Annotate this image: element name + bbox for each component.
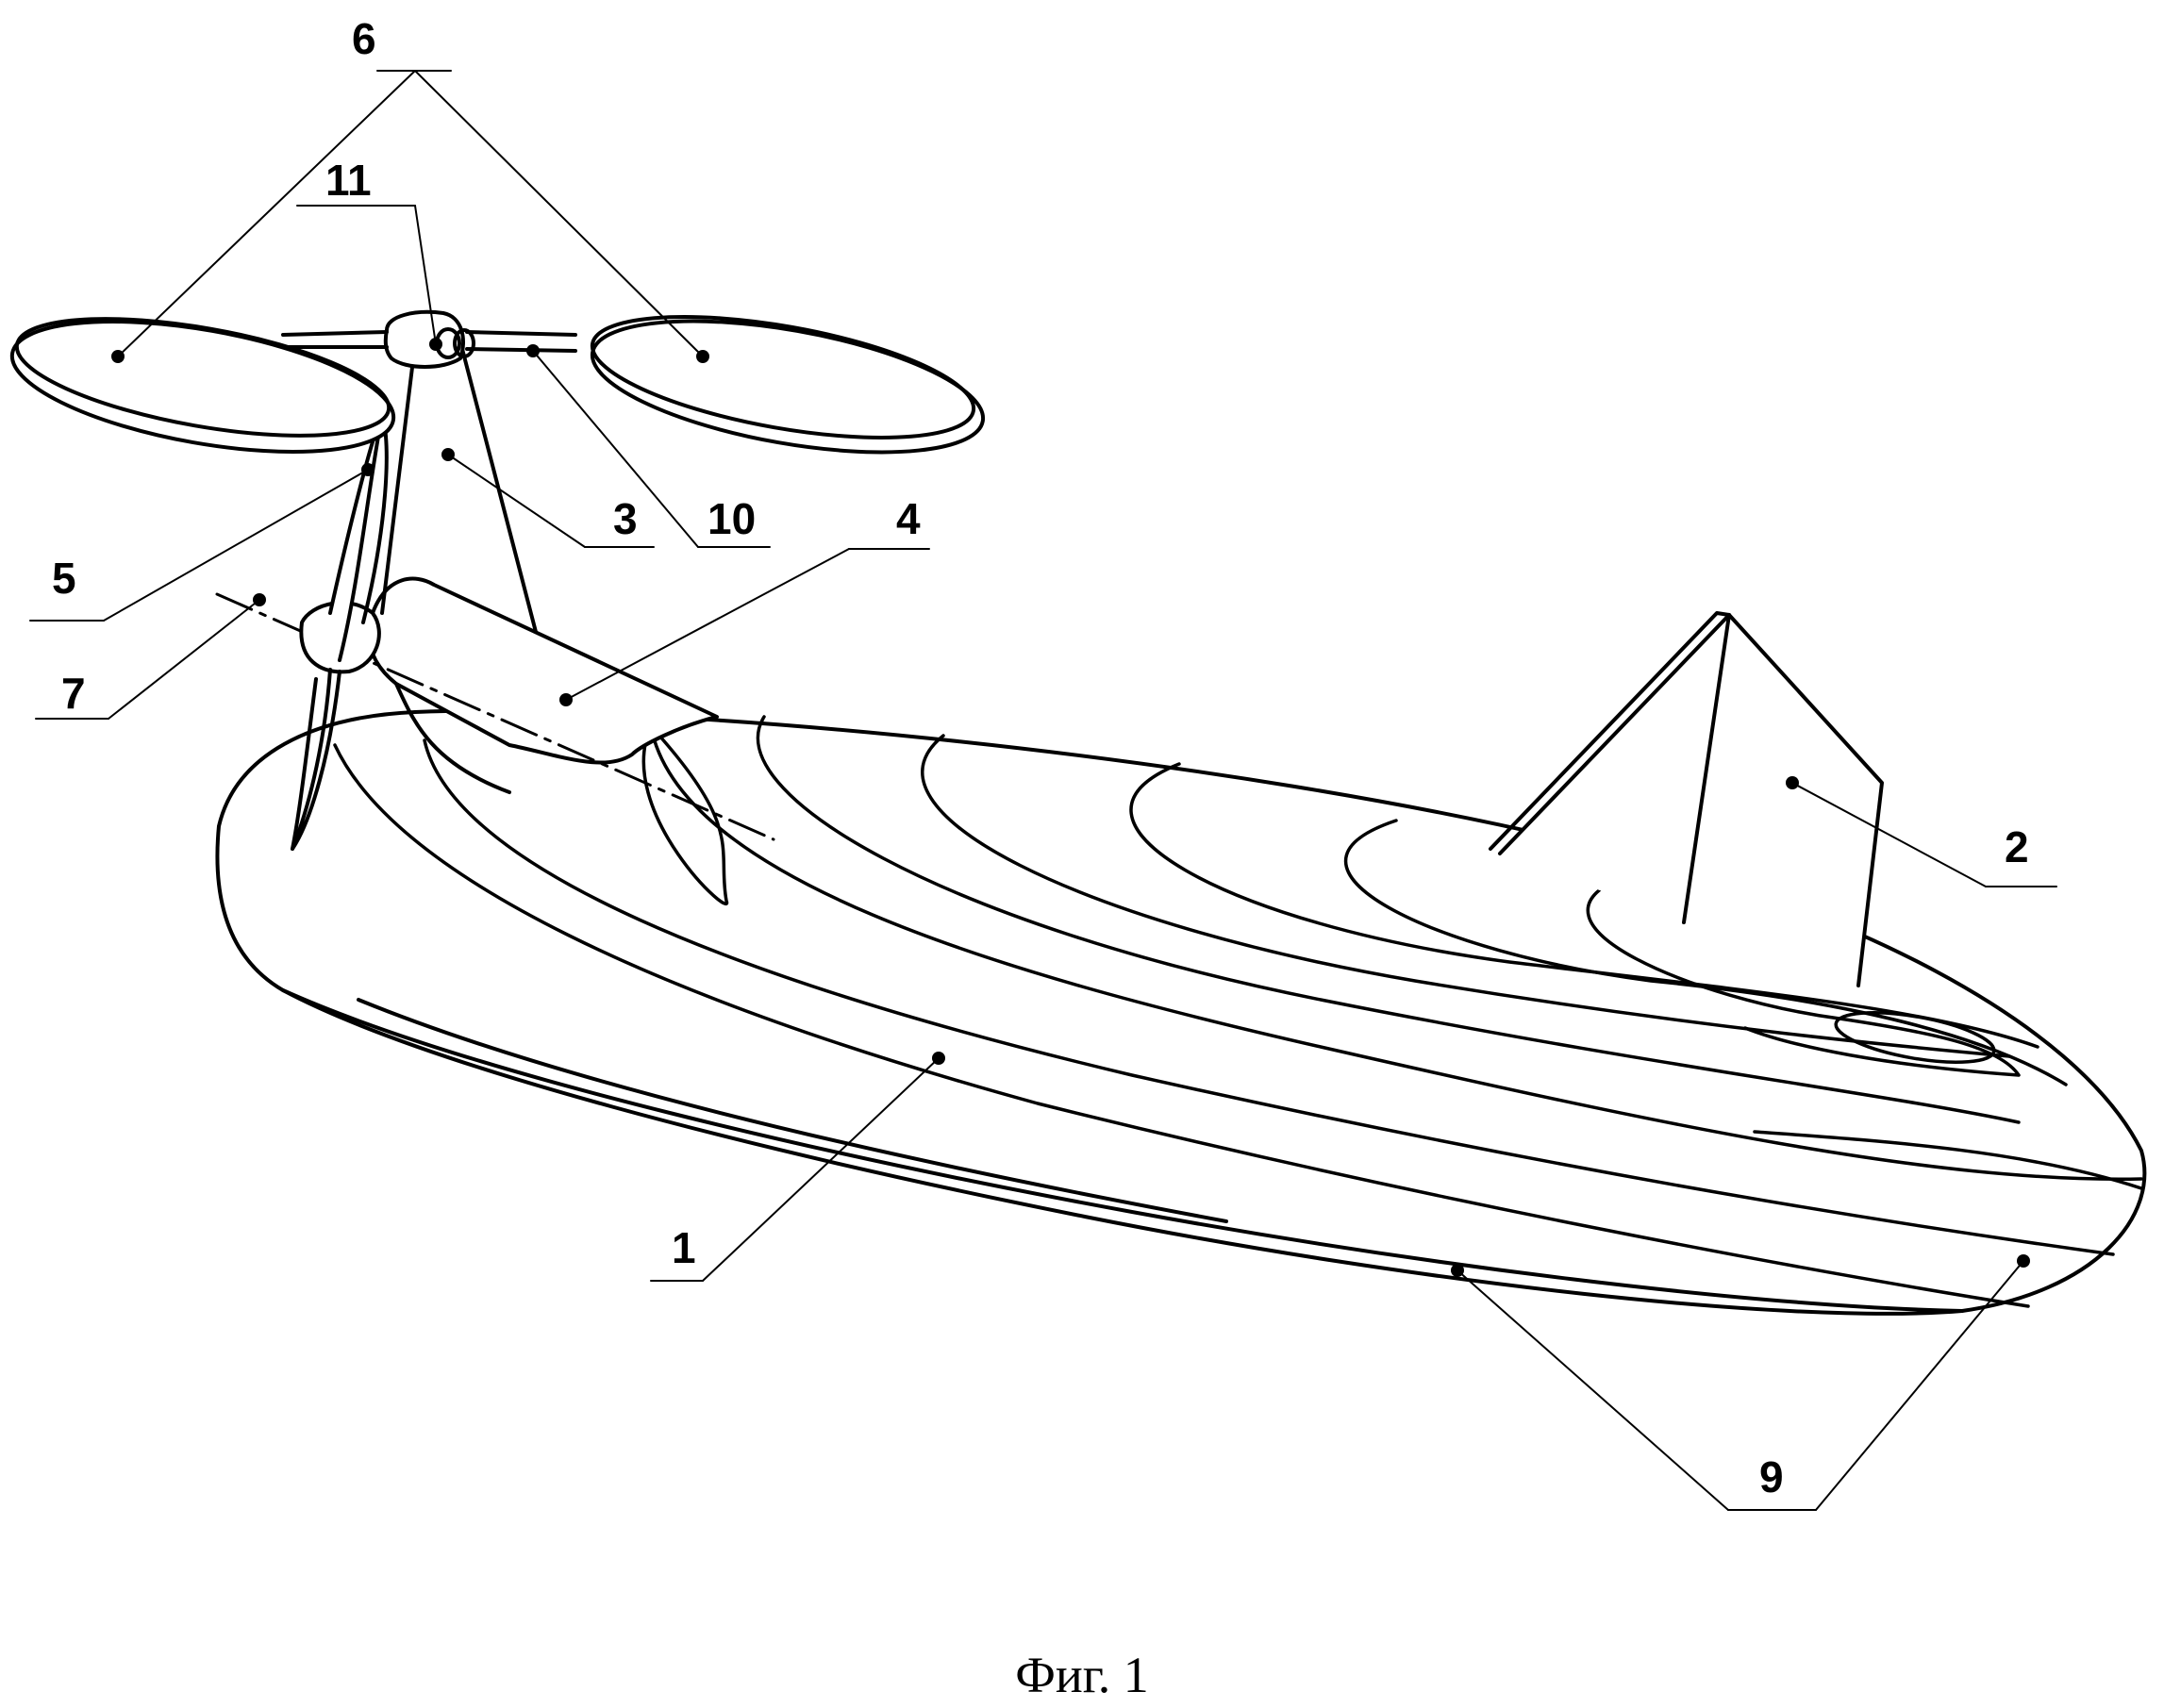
rotor-hub	[383, 309, 475, 369]
callout-10: 10	[707, 494, 757, 543]
rotor-ring-right	[590, 315, 986, 455]
figure-caption: Фиг. 1	[1015, 1647, 1149, 1703]
propeller	[291, 413, 389, 851]
leader-lines	[29, 70, 2057, 1511]
callout-6: 6	[352, 14, 376, 63]
callout-2: 2	[2005, 822, 2029, 871]
callout-3: 3	[613, 494, 638, 543]
callout-5: 5	[52, 554, 76, 603]
callout-11: 11	[325, 156, 372, 205]
callout-7: 7	[61, 669, 86, 718]
leader-dots	[111, 338, 2030, 1277]
rotor-shaft	[281, 330, 577, 353]
tail-fin	[1489, 611, 1884, 987]
callout-1: 1	[672, 1223, 696, 1272]
nacelle	[367, 576, 719, 794]
body-stripes	[333, 715, 2143, 1308]
callout-9: 9	[1759, 1452, 1784, 1501]
rotor-ring-left	[9, 317, 396, 454]
callout-4: 4	[896, 494, 921, 543]
